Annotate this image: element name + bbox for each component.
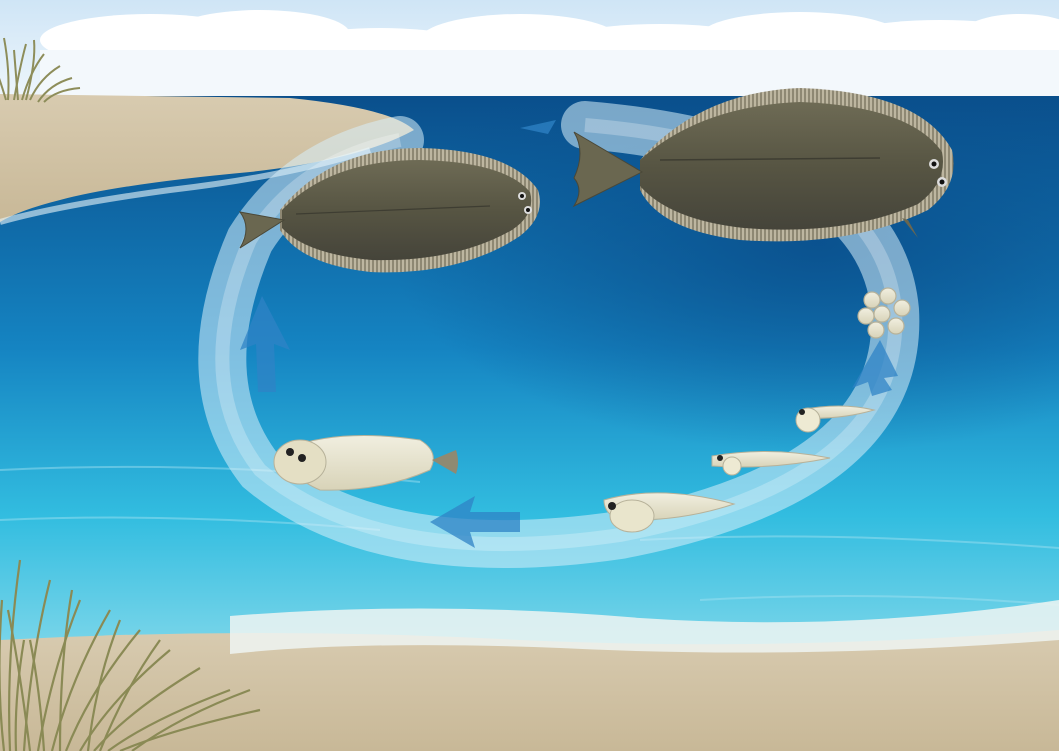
clouds: [40, 10, 1059, 96]
